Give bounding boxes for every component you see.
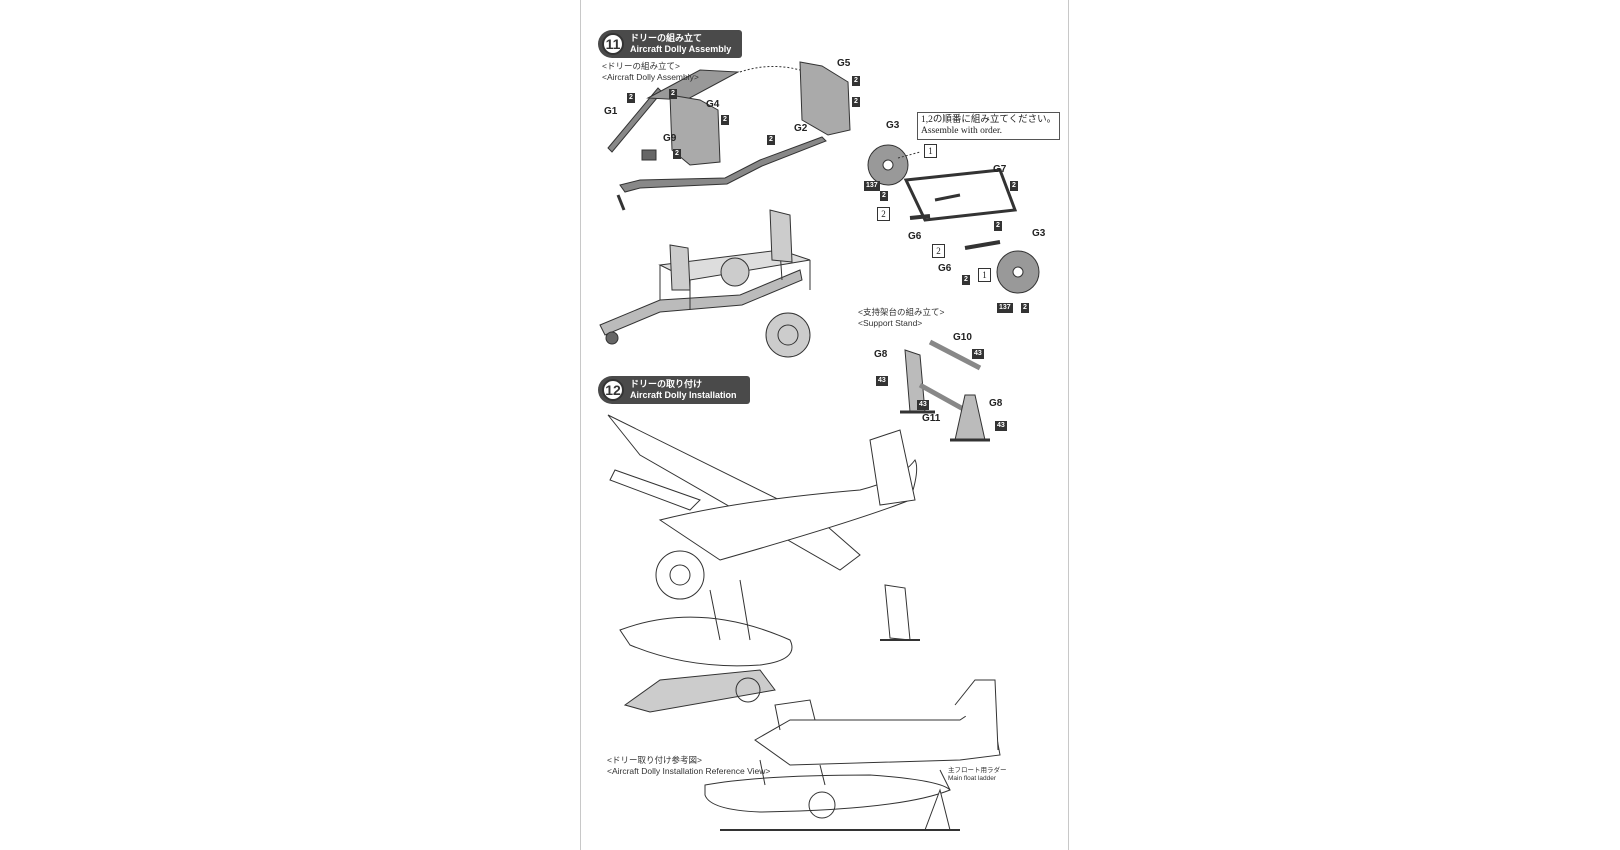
color-code-2: 2 — [852, 76, 860, 86]
color-code-2: 2 — [669, 89, 677, 99]
color-code-2: 2 — [1021, 303, 1029, 313]
step-12-header: 12 ドリーの取り付け Aircraft Dolly Installation — [598, 376, 750, 404]
part-label-g4: G4 — [706, 99, 720, 110]
order-mark-1: 1 — [978, 268, 991, 282]
part-label-g10: G10 — [953, 332, 972, 343]
color-code-2: 2 — [880, 191, 888, 201]
dolly-assembly-subheading-jp: <ドリーの組み立て> — [602, 61, 680, 71]
color-code-2: 2 — [852, 97, 860, 107]
color-code-2: 2 — [721, 115, 729, 125]
main-float-ladder-label-en: Main float ladder — [948, 775, 997, 782]
main-float-ladder-label-jp: 主フロート用ラダー — [948, 767, 1007, 774]
step-title-en: Aircraft Dolly Installation — [630, 390, 737, 400]
dolly-frame-exploded — [607, 61, 851, 211]
color-code-43: 43 — [917, 400, 929, 410]
color-code-137: 137 — [864, 181, 880, 191]
color-code-2: 2 — [962, 275, 970, 285]
step-title-jp: ドリーの組み立て — [630, 33, 703, 43]
part-label-g8-right: G8 — [989, 398, 1003, 409]
part-label-g3-top: G3 — [886, 120, 900, 131]
color-code-43: 43 — [876, 376, 888, 386]
step-number: 11 — [602, 33, 624, 55]
reference-view-subheading-jp: <ドリー取り付け参考図> — [607, 755, 702, 765]
color-code-2: 2 — [767, 135, 775, 145]
step-number: 12 — [602, 379, 624, 401]
color-code-2: 2 — [627, 93, 635, 103]
step-title-en: Aircraft Dolly Assembly — [630, 44, 732, 54]
order-note-en: Assemble with order. — [921, 126, 1003, 136]
dolly-assembled — [599, 209, 811, 358]
part-label-g7: G7 — [993, 164, 1007, 175]
color-code-2: 2 — [994, 221, 1002, 231]
step-11-header: 11 ドリーの組み立て Aircraft Dolly Assembly — [598, 30, 742, 58]
color-code-2: 2 — [673, 149, 681, 159]
color-code-43: 43 — [995, 421, 1007, 431]
part-label-g11: G11 — [922, 413, 941, 424]
order-mark-2: 2 — [877, 207, 890, 221]
reference-side-view — [704, 679, 1001, 831]
color-code-2: 2 — [1010, 181, 1018, 191]
part-label-g5: G5 — [837, 58, 851, 69]
part-label-g2: G2 — [794, 123, 808, 134]
dolly-assembly-subheading-en: <Aircraft Dolly Assembly> — [602, 72, 699, 82]
part-label-g9: G9 — [663, 133, 677, 144]
part-label-g1: G1 — [604, 106, 618, 117]
color-code-137: 137 — [997, 303, 1013, 313]
assembly-order-note: 1,2の順番に組み立てください。 Assemble with order. — [917, 112, 1061, 140]
part-label-g6-top: G6 — [908, 231, 922, 242]
order-mark-1: 1 — [924, 144, 937, 158]
aircraft-drawing — [607, 414, 920, 713]
support-stand-subheading-en: <Support Stand> — [858, 318, 923, 328]
color-code-43: 43 — [972, 349, 984, 359]
support-stand — [900, 339, 990, 442]
part-label-g3-right: G3 — [1032, 228, 1046, 239]
reference-view-subheading-en: <Aircraft Dolly Installation Reference V… — [607, 766, 771, 776]
part-label-g6-bottom: G6 — [938, 263, 952, 274]
order-mark-2: 2 — [932, 244, 945, 258]
part-label-g8-left: G8 — [874, 349, 888, 360]
step-title-jp: ドリーの取り付け — [630, 379, 703, 389]
order-note-jp: 1,2の順番に組み立てください。 — [921, 115, 1057, 125]
support-stand-subheading-jp: <支持架台の組み立て> — [858, 307, 945, 317]
wheel-assembly-exploded — [867, 144, 1040, 294]
